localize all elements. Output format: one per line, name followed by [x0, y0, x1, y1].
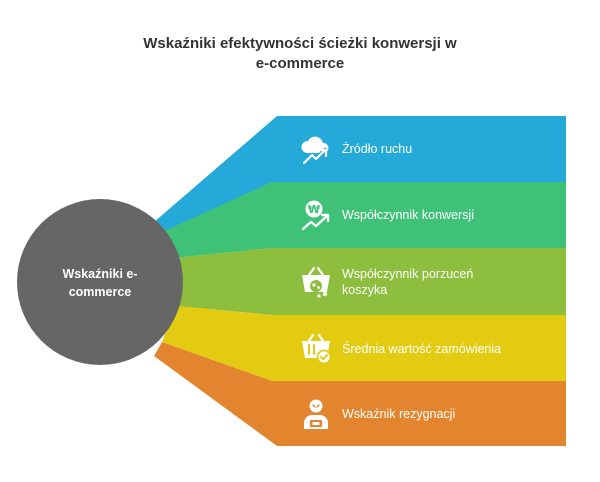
abandoned-basket-icon	[302, 266, 330, 298]
band-label-cart-abandonment-line-1: Współczynnik porzuceń	[342, 267, 474, 281]
svg-text:₩: ₩	[308, 203, 320, 216]
band-traffic-source	[154, 116, 566, 236]
band-label-cart-abandonment: Współczynnik porzuceń koszyka	[342, 266, 552, 298]
currency-growth-icon: ₩	[301, 200, 330, 231]
hub-circle	[17, 199, 183, 365]
band-label-cart-abandonment-line-2: koszyka	[342, 283, 388, 297]
title-line-1: Wskaźniki efektywności ścieżki konwersji…	[143, 35, 457, 52]
hub-label-line-2: commerce	[68, 285, 132, 299]
band-conversion-rate	[162, 182, 566, 258]
band-label-traffic-source: Źródło ruchu	[342, 142, 413, 156]
cloud-growth-icon	[301, 136, 329, 166]
band-cart-abandonment	[174, 248, 566, 315]
basket-check-icon	[302, 333, 332, 365]
title-line-2: e-commerce	[255, 55, 345, 72]
band-average-order-value	[162, 306, 566, 381]
band-label-conversion-rate: Współczynnik konwersji	[342, 208, 474, 222]
band-label-average-order-value: Średnia wartość zamówienia	[342, 342, 502, 356]
hub-label: Wskaźniki e- commerce	[30, 265, 170, 301]
band-label-churn-rate: Wskaźnik rezygnacji	[342, 407, 456, 421]
diagram-title: Wskaźniki efektywności ścieżki konwersji…	[0, 34, 600, 74]
person-exit-icon	[304, 399, 328, 429]
band-churn-rate	[154, 342, 566, 446]
hub-label-line-1: Wskaźniki e-	[62, 267, 138, 281]
